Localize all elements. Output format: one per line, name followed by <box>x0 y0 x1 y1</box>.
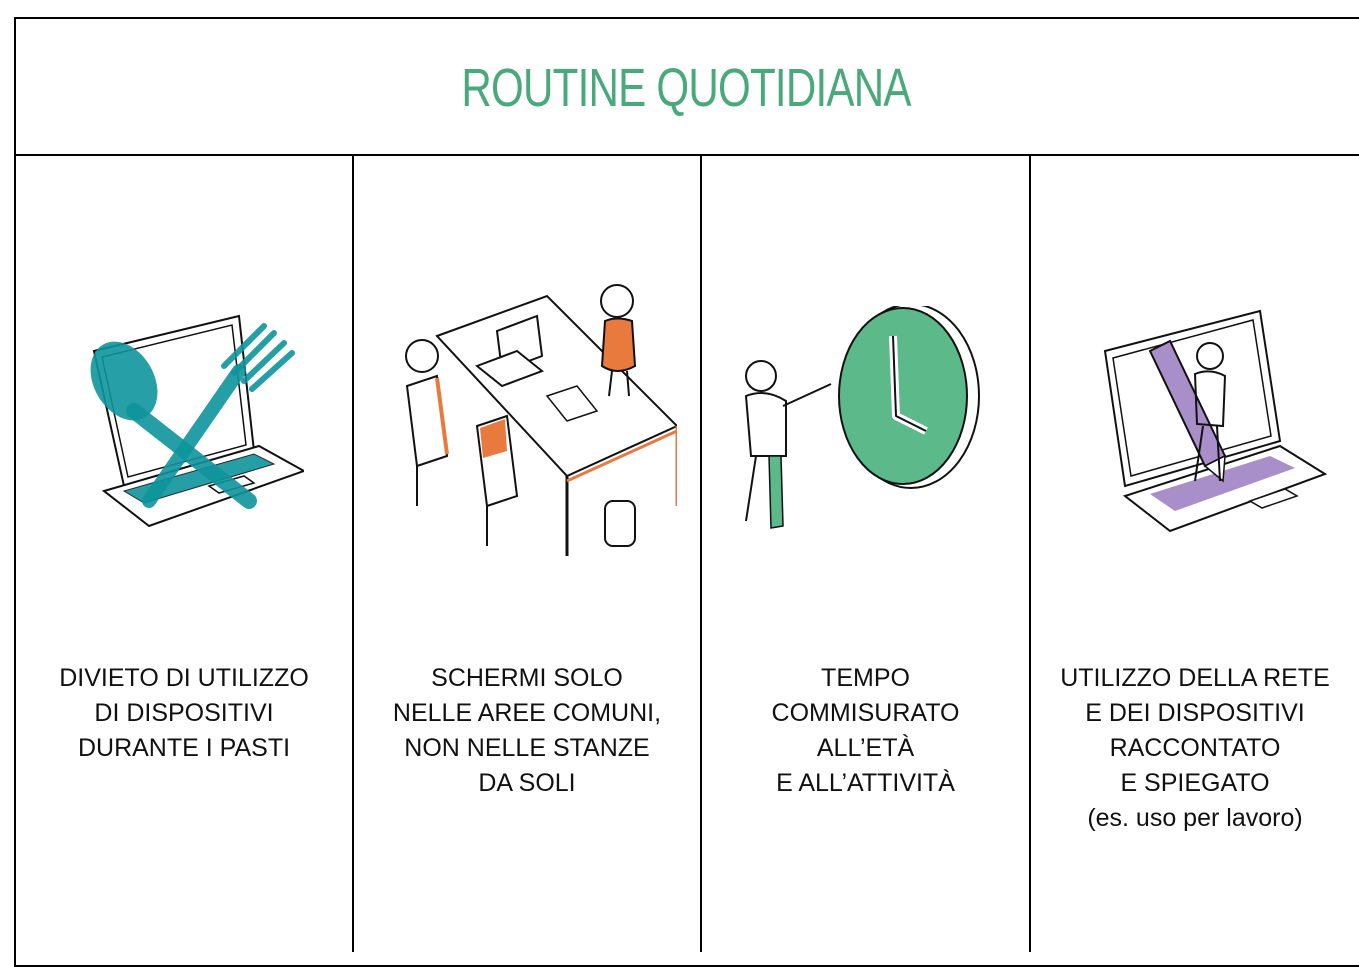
rule-caption: UTILIZZO DELLA RETE E DEI DISPOSITIVI RA… <box>1031 661 1359 836</box>
rule-caption: DIVIETO DI UTILIZZO DI DISPOSITIVI DURAN… <box>16 661 352 766</box>
laptop-fork-spoon-icon <box>16 276 352 576</box>
rule-caption: SCHERMI SOLO NELLE AREE COMUNI, NON NELL… <box>354 661 700 801</box>
caption-line: DA SOLI <box>478 769 576 797</box>
caption-line: NON NELLE STANZE <box>404 734 650 762</box>
caption-line: NELLE AREE COMUNI, <box>392 699 662 727</box>
children-table-laptop-icon <box>354 276 700 576</box>
caption-line: E ALL’ATTIVITÀ <box>776 769 955 797</box>
rule-column-meals: DIVIETO DI UTILIZZO DI DISPOSITIVI DURAN… <box>16 156 352 952</box>
caption-line: DIVIETO DI UTILIZZO <box>59 664 309 692</box>
rule-caption: TEMPO COMMISURATO ALL’ETÀ E ALL’ATTIVITÀ <box>702 661 1029 801</box>
caption-line: UTILIZZO DELLA RETE <box>1060 664 1330 692</box>
caption-line: RACCONTATO <box>1109 734 1281 762</box>
header: ROUTINE QUOTIDIANA <box>14 17 1359 155</box>
caption-line: DI DISPOSITIVI <box>94 699 274 727</box>
caption-line: ALL’ETÀ <box>816 734 915 762</box>
rule-column-common-areas: SCHERMI SOLO NELLE AREE COMUNI, NON NELL… <box>354 156 700 952</box>
column-divider <box>352 155 354 952</box>
child-clock-icon <box>702 276 1029 576</box>
caption-line: TEMPO <box>821 664 910 692</box>
column-divider <box>1029 155 1031 952</box>
column-divider <box>700 155 702 952</box>
caption-line: (es. uso per lavoro) <box>1087 804 1303 832</box>
header-divider <box>14 154 1359 156</box>
caption-line: SCHERMI SOLO <box>431 664 623 692</box>
rule-column-explained: UTILIZZO DELLA RETE E DEI DISPOSITIVI RA… <box>1031 156 1359 952</box>
caption-line: COMMISURATO <box>771 699 960 727</box>
caption-line: E DEI DISPOSITIVI <box>1085 699 1305 727</box>
caption-line: E SPIEGATO <box>1120 769 1270 797</box>
laptop-pencil-child-icon <box>1031 276 1359 576</box>
caption-line: DURANTE I PASTI <box>77 734 291 762</box>
page-title: ROUTINE QUOTIDIANA <box>461 58 912 118</box>
rule-column-time: TEMPO COMMISURATO ALL’ETÀ E ALL’ATTIVITÀ <box>702 156 1029 952</box>
